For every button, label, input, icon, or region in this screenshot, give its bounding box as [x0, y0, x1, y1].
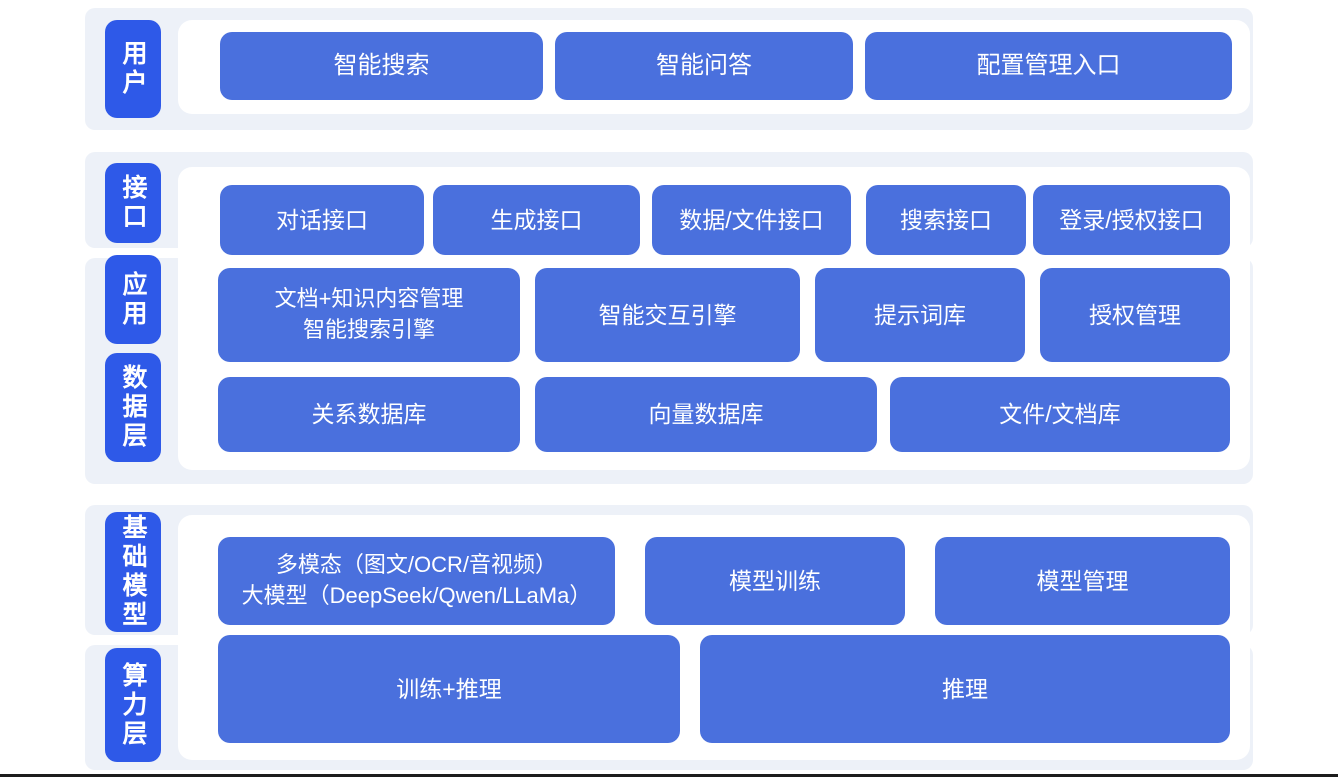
node-model-training: 模型训练: [645, 537, 905, 625]
application-layer-label: 应用: [105, 255, 161, 344]
node-relational-db: 关系数据库: [218, 377, 520, 452]
node-file-doc-store: 文件/文档库: [890, 377, 1230, 452]
node-model-management: 模型管理: [935, 537, 1230, 625]
node-smart-qa: 智能问答: [555, 32, 853, 100]
node-generation-api: 生成接口: [433, 185, 640, 255]
compute-layer-label: 算力层: [105, 648, 161, 762]
node-training-inference: 训练+推理: [218, 635, 680, 743]
interface-layer-label: 接口: [105, 163, 161, 243]
data-layer-label: 数据层: [105, 353, 161, 462]
node-dialog-api: 对话接口: [220, 185, 424, 255]
node-smart-search: 智能搜索: [220, 32, 543, 100]
node-vector-db: 向量数据库: [535, 377, 877, 452]
node-search-api: 搜索接口: [866, 185, 1026, 255]
node-inference: 推理: [700, 635, 1230, 743]
node-doc-knowledge-search-engine: 文档+知识内容管理 智能搜索引擎: [218, 268, 520, 362]
bottom-border-line: [0, 774, 1338, 777]
node-data-file-api: 数据/文件接口: [652, 185, 851, 255]
node-auth-management: 授权管理: [1040, 268, 1230, 362]
node-smart-interaction-engine: 智能交互引擎: [535, 268, 800, 362]
user-layer-label: 用户: [105, 20, 161, 118]
node-multimodal-llm: 多模态（图文/OCR/音视频） 大模型（DeepSeek/Qwen/LLaMa）: [218, 537, 615, 625]
foundation-model-layer-label: 基础模型: [105, 512, 161, 632]
node-config-management-entry: 配置管理入口: [865, 32, 1232, 100]
node-login-auth-api: 登录/授权接口: [1033, 185, 1230, 255]
node-prompt-library: 提示词库: [815, 268, 1025, 362]
